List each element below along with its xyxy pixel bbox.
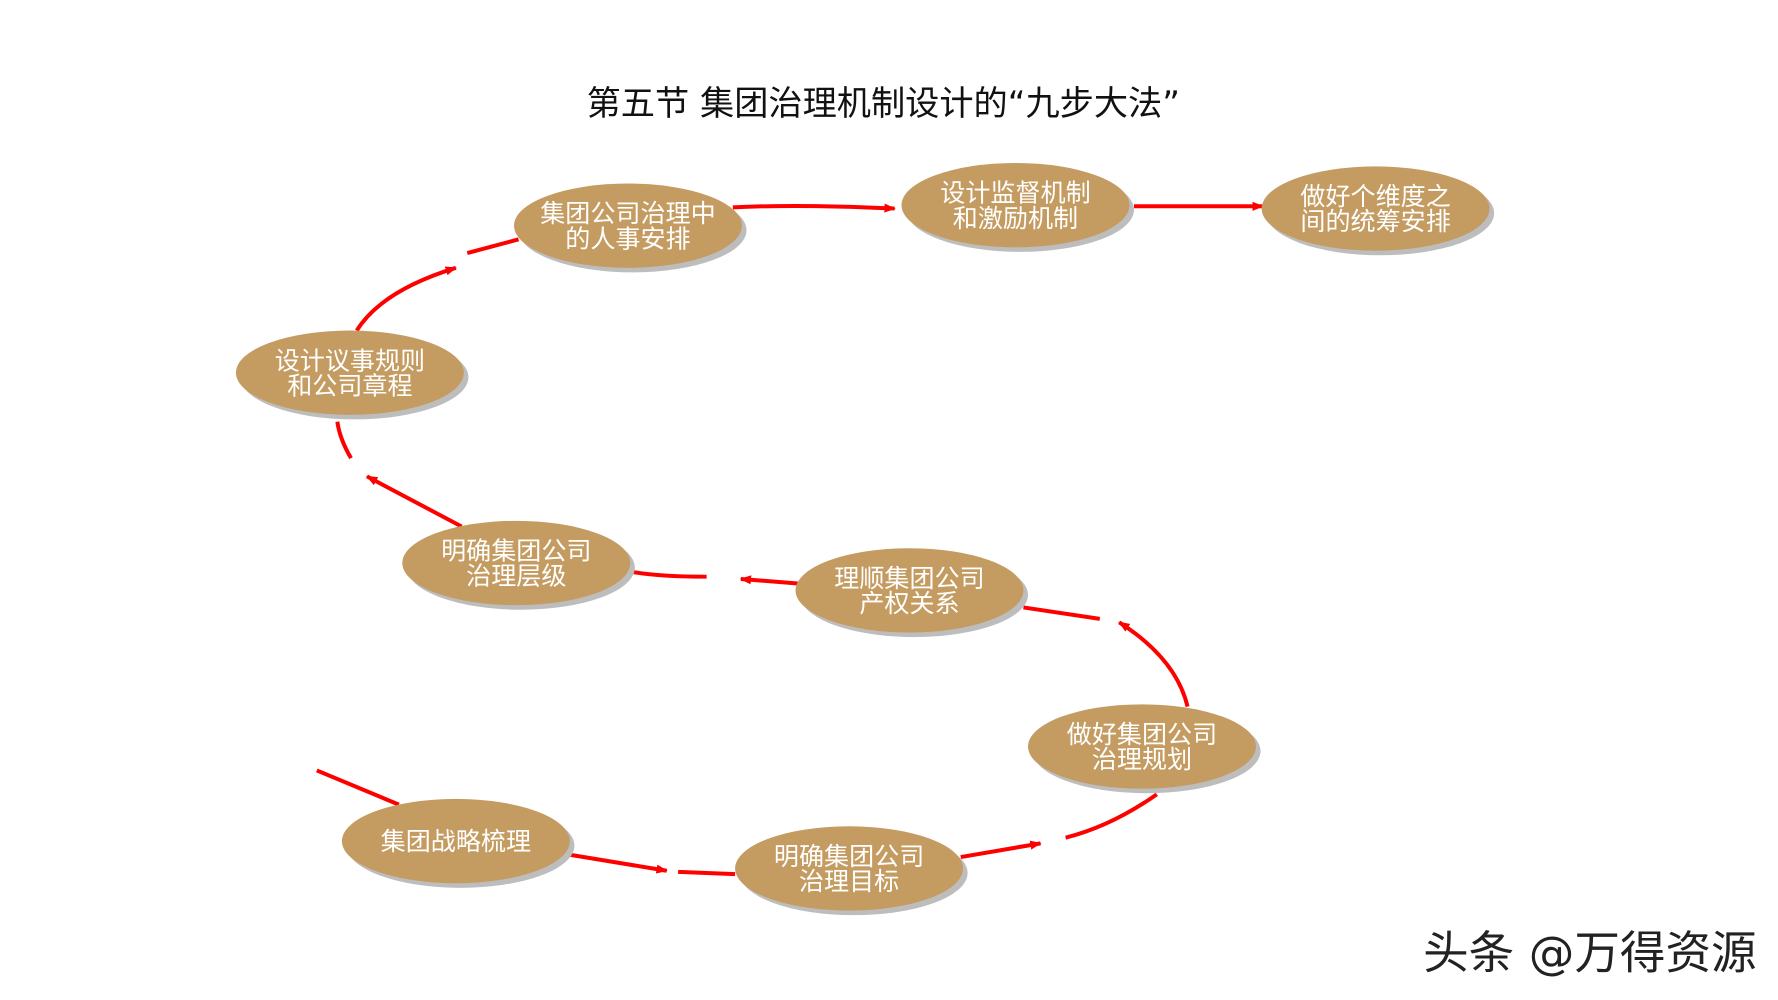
step-label: 设计议事规则: [275, 346, 425, 375]
connector-line: [633, 570, 707, 579]
connector-line: [1065, 792, 1158, 840]
connector-arrow: [739, 575, 798, 586]
connector-arrows: [316, 201, 1264, 877]
step-label: 间的统筹安排: [1300, 207, 1450, 236]
step-label: 明确集团公司: [774, 842, 924, 871]
step-node-1: 集团战略梳理: [341, 798, 575, 888]
step-node-ellipse: [235, 330, 464, 415]
connector-arrow: [732, 203, 896, 213]
step-label: 设计监督机制: [940, 179, 1090, 208]
step-label: 和激励机制: [953, 204, 1078, 233]
step-node-ellipse: [514, 183, 742, 268]
step-label: 集团战略梳理: [381, 827, 531, 856]
step-label: 集团公司治理中: [540, 199, 715, 228]
step-node-ellipse: [341, 798, 570, 884]
step-label: 和公司章程: [287, 371, 412, 400]
connector-line: [335, 421, 353, 460]
connector-arrow: [960, 840, 1042, 860]
step-node-ellipse: [1028, 704, 1256, 789]
connector-arrow: [569, 852, 668, 874]
watermark: 头条 @万得资源: [1423, 927, 1757, 980]
step-node-ellipse: [1261, 166, 1490, 251]
step-node-ellipse: [901, 162, 1130, 248]
step-label: 产权关系: [859, 589, 959, 618]
step-label: 明确集团公司: [441, 537, 591, 566]
connector-arrow: [355, 265, 457, 332]
connector-line: [1023, 605, 1101, 621]
step-label: 治理规划: [1092, 745, 1192, 774]
connector-line: [466, 237, 520, 255]
step-node-ellipse: [735, 826, 964, 911]
step-label: 理顺集团公司: [834, 564, 984, 593]
step-label: 治理目标: [799, 867, 899, 896]
step-node-ellipse: [795, 548, 1024, 633]
step-node-ellipse: [402, 520, 631, 606]
step-label: 治理层级: [466, 562, 566, 591]
step-label: 做好个维度之: [1300, 182, 1450, 211]
connector-line: [678, 869, 736, 877]
page-title: 第五节 集团治理机制设计的“九步大法”: [587, 84, 1180, 124]
connector-arrow: [365, 474, 463, 529]
connector-line: [316, 768, 400, 807]
step-label: 做好集团公司: [1067, 720, 1217, 749]
step-label: 的人事安排: [565, 224, 690, 253]
connector-arrow: [1118, 620, 1190, 708]
